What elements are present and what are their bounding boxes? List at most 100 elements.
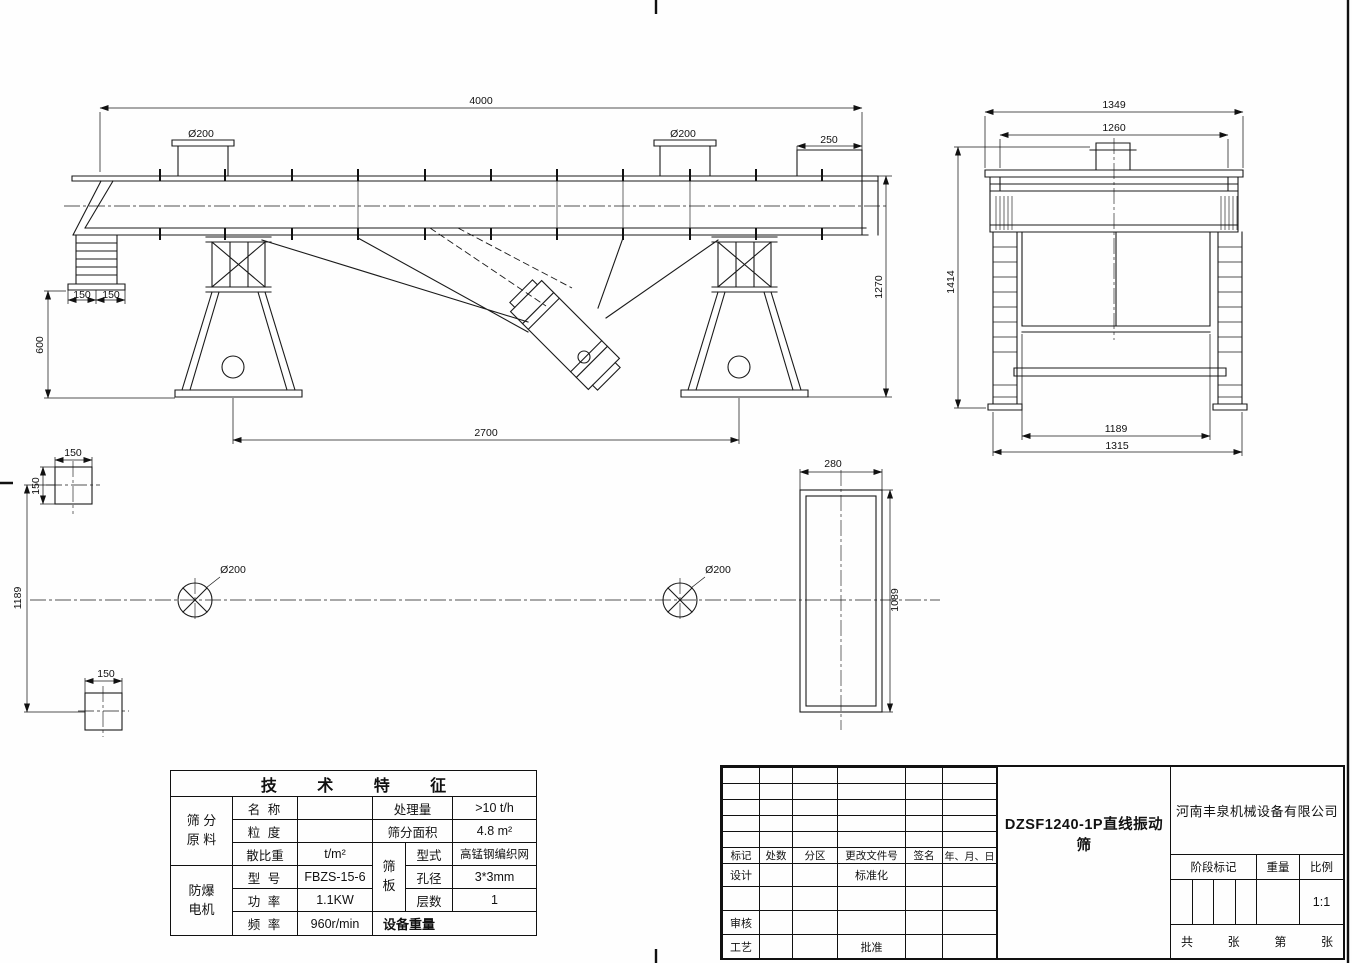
hole-value: 3*3mm xyxy=(452,865,537,889)
company-name: 河南丰泉机械设备有限公司 xyxy=(1171,767,1343,855)
type-label: 型式 xyxy=(405,842,453,866)
tech-table-title: 技 术 特 征 xyxy=(170,770,537,797)
rev-empty-row xyxy=(722,783,997,800)
screen-group-label: 筛板 xyxy=(372,842,406,912)
motor-assembly xyxy=(509,279,621,391)
model-value: FBZS-15-6 xyxy=(297,865,373,889)
capacity-label: 处理量 xyxy=(372,796,453,820)
dim-overall-length: 4000 xyxy=(469,95,493,107)
dim-hole-left: Ø200 xyxy=(220,564,246,576)
end-view-dimensions xyxy=(954,108,1244,456)
rev-header-sign: 签名 xyxy=(905,847,943,864)
rev-empty-row xyxy=(722,799,997,816)
capacity-value: >10 t/h xyxy=(452,796,537,820)
layer-label: 层数 xyxy=(405,888,453,912)
dim-anchor-top-w: 150 xyxy=(64,447,82,459)
standardization-label: 标准化 xyxy=(837,863,906,887)
dim-inlet-right: Ø200 xyxy=(670,128,696,140)
size-value xyxy=(297,819,373,843)
rev-header-zone: 分区 xyxy=(792,847,838,864)
dim-anchor-span: 1189 xyxy=(12,587,24,610)
side-view-bolts xyxy=(159,169,823,240)
design-label: 设计 xyxy=(722,863,760,887)
area-value: 4.8 m² xyxy=(452,819,537,843)
sheet-no-label: 第 xyxy=(1274,935,1287,949)
hole-label: 孔径 xyxy=(405,865,453,889)
side-view-stiffeners xyxy=(357,181,691,228)
approve-label: 批准 xyxy=(837,934,906,959)
dim-hole-right: Ø200 xyxy=(705,564,731,576)
sheet-unit-2: 张 xyxy=(1320,935,1333,949)
model-label: 型 号 xyxy=(232,865,298,889)
scale-label: 比例 xyxy=(1310,862,1333,874)
title-block-right: 河南丰泉机械设备有限公司 阶段标记 重量 比例 1:1 共 张 第 张 xyxy=(1171,767,1343,958)
audit-label: 审核 xyxy=(722,910,760,935)
layer-value: 1 xyxy=(452,888,537,912)
rev-empty-row xyxy=(722,767,997,784)
dim-anchor-top-h: 150 xyxy=(30,477,42,495)
revision-table: 标记 处数 分区 更改文件号 签名 年、月、日 设计 标准化 审核 工艺 批准 xyxy=(722,767,997,959)
end-view-linework xyxy=(984,142,1248,411)
weight-value xyxy=(1257,880,1300,924)
plan-view-dimensions xyxy=(23,456,894,713)
scale-value: 1:1 xyxy=(1312,895,1331,909)
freq-label: 频 率 xyxy=(232,911,298,936)
power-value: 1.1KW xyxy=(297,888,373,912)
rev-empty-row xyxy=(722,831,997,848)
dim-support-span: 2700 xyxy=(474,427,498,439)
plan-view-centerlines xyxy=(30,461,940,737)
density-value: t/m² xyxy=(297,842,373,866)
type-value: 高锰钢编织网 xyxy=(452,842,537,866)
dim-discharge-length: 1089 xyxy=(889,588,901,612)
sheet-count-row: 共 张 第 张 xyxy=(1171,925,1343,958)
sheet-unit-1: 张 xyxy=(1227,935,1240,949)
density-label: 散比重 xyxy=(232,842,298,866)
stage-mark-label: 阶段标记 xyxy=(1171,855,1257,879)
dim-base-height: 600 xyxy=(34,336,46,354)
sheet-total-label: 共 xyxy=(1181,935,1194,949)
dim-anchor-bottom-w: 150 xyxy=(97,668,115,680)
stage-values-row: 1:1 xyxy=(1171,880,1343,925)
weight-label: 重量 xyxy=(1257,855,1300,879)
dim-outlet-width: 250 xyxy=(820,134,838,146)
side-view-dimensions xyxy=(44,104,892,444)
freq-value: 960r/min xyxy=(297,911,373,936)
size-label: 粒 度 xyxy=(232,819,298,843)
tech-title-row: 技 术 特 征 xyxy=(170,770,537,797)
craft-label: 工艺 xyxy=(722,934,760,959)
dim-body-height: 1270 xyxy=(873,275,885,299)
rev-header-row: 标记 处数 分区 更改文件号 签名 年、月、日 xyxy=(722,847,997,864)
dim-inlet-left: Ø200 xyxy=(188,128,214,140)
product-name: DZSF1240-1P直线振动筛 xyxy=(997,767,1171,958)
dim-end-base-inner: 1189 xyxy=(1105,423,1128,435)
dim-foot-right: 150 xyxy=(102,289,120,301)
dim-end-overall-height: 1414 xyxy=(945,270,957,294)
side-view-hidden-lines xyxy=(429,227,573,307)
weight-label: 设备重量 xyxy=(372,911,537,936)
tech-spec-table: 技 术 特 征 筛 分原 料 名 称 处理量 >10 t/h 粒 度 筛分面积 … xyxy=(170,770,537,936)
rev-header-doc: 更改文件号 xyxy=(837,847,906,864)
motor-group-label: 防爆电机 xyxy=(170,865,233,936)
side-view-linework xyxy=(67,139,879,398)
power-label: 功 率 xyxy=(232,888,298,912)
area-label: 筛分面积 xyxy=(372,819,453,843)
dim-discharge-width: 280 xyxy=(824,458,842,470)
rev-header-mark: 标记 xyxy=(722,847,760,864)
rev-empty-row xyxy=(722,815,997,832)
name-label: 名 称 xyxy=(232,796,298,820)
dim-end-overall-width: 1349 xyxy=(1102,99,1126,111)
name-value xyxy=(297,796,373,820)
rev-header-count: 处数 xyxy=(759,847,793,864)
title-block: 标记 处数 分区 更改文件号 签名 年、月、日 设计 标准化 审核 工艺 批准 … xyxy=(720,765,1345,960)
rev-header-date: 年、月、日 xyxy=(942,847,997,864)
rev-empty-row xyxy=(722,886,997,911)
dim-end-inner-width: 1260 xyxy=(1102,122,1126,134)
dim-end-base-outer: 1315 xyxy=(1105,440,1129,452)
material-group-label: 筛 分原 料 xyxy=(170,796,233,866)
dim-foot-left: 150 xyxy=(73,289,91,301)
end-view-hatch xyxy=(993,196,1242,398)
stage-header-row: 阶段标记 重量 比例 xyxy=(1171,855,1343,880)
